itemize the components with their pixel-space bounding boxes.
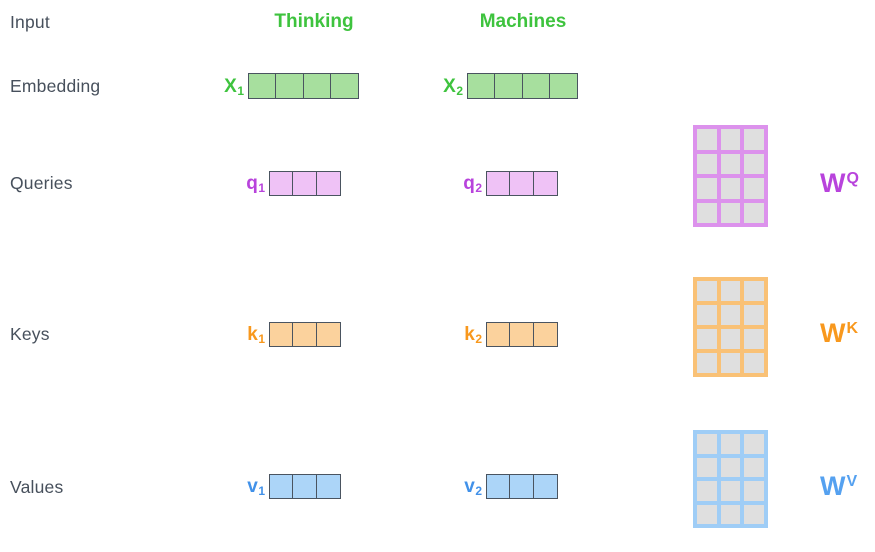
- weight-matrix-wv: [693, 430, 768, 528]
- v1-cells: [269, 474, 341, 499]
- wq-label: WQ: [820, 168, 859, 198]
- matrix-cell: [744, 353, 764, 373]
- matrix-cell: [744, 434, 764, 454]
- key-cell: [486, 322, 511, 347]
- k1-label: k1: [247, 324, 265, 346]
- value-vector-v1: v1: [236, 474, 341, 499]
- matrix-cell: [697, 129, 717, 150]
- embedding-cell: [549, 73, 579, 99]
- value-cell: [532, 474, 558, 499]
- matrix-cell: [744, 305, 764, 325]
- matrix-cell: [720, 178, 741, 199]
- matrix-cell: [697, 434, 717, 454]
- embedding-cell: [494, 73, 524, 99]
- token-thinking: Thinking: [274, 11, 354, 32]
- embedding-cell: [467, 73, 496, 99]
- key-cell: [315, 322, 341, 347]
- matrix-cell: [697, 353, 717, 373]
- matrix-cell: [744, 457, 764, 477]
- matrix-cell: [697, 178, 717, 199]
- wk-label: WK: [820, 318, 859, 348]
- matrix-cell: [697, 202, 717, 223]
- k1-cells: [269, 322, 341, 347]
- q2-label: q2: [463, 173, 482, 195]
- matrix-cell: [744, 202, 764, 223]
- matrix-cell: [720, 129, 741, 150]
- value-cell: [292, 474, 318, 499]
- query-cell: [292, 171, 318, 196]
- key-cell: [269, 322, 294, 347]
- v2-cells: [486, 474, 558, 499]
- matrix-cell: [720, 329, 741, 349]
- key-vector-k1: k1: [236, 322, 341, 347]
- key-vector-k2: k2: [453, 322, 558, 347]
- matrix-cell: [697, 481, 717, 501]
- matrix-cell: [744, 129, 764, 150]
- embedding-cell: [330, 73, 360, 99]
- weight-matrix-wk: [693, 277, 768, 377]
- key-cell: [509, 322, 535, 347]
- matrix-cell: [697, 153, 717, 174]
- matrix-cell: [720, 202, 741, 223]
- value-cell: [509, 474, 535, 499]
- query-vector-q1: q1: [236, 171, 341, 196]
- embedding-cell: [248, 73, 277, 99]
- q2-cells: [486, 171, 558, 196]
- query-cell: [486, 171, 511, 196]
- x1-label: X1: [224, 75, 244, 98]
- matrix-cell: [697, 281, 717, 301]
- value-cell: [315, 474, 341, 499]
- key-cell: [532, 322, 558, 347]
- matrix-cell: [720, 305, 741, 325]
- query-cell: [269, 171, 294, 196]
- matrix-cell: [697, 504, 717, 524]
- matrix-cell: [720, 153, 741, 174]
- matrix-cell: [744, 481, 764, 501]
- wv-label: WV: [820, 471, 858, 501]
- query-cell: [315, 171, 341, 196]
- matrix-cell: [697, 329, 717, 349]
- embedding-cell: [302, 73, 332, 99]
- v2-label: v2: [464, 476, 482, 498]
- token-machines: Machines: [479, 11, 567, 32]
- value-vector-v2: v2: [453, 474, 558, 499]
- x1-cells: [248, 73, 360, 99]
- embedding-vector-x2: X2: [434, 73, 579, 99]
- row-label-embedding: Embedding: [10, 76, 101, 96]
- matrix-cell: [744, 504, 764, 524]
- matrix-cell: [744, 329, 764, 349]
- matrix-cell: [720, 481, 741, 501]
- value-cell: [269, 474, 294, 499]
- row-label-values: Values: [10, 477, 64, 497]
- matrix-cell: [744, 153, 764, 174]
- row-label-queries: Queries: [10, 173, 73, 193]
- x2-cells: [467, 73, 579, 99]
- x2-label: X2: [443, 75, 463, 98]
- embedding-vector-x1: X1: [215, 73, 360, 99]
- embedding-cell: [275, 73, 305, 99]
- query-cell: [509, 171, 535, 196]
- key-cell: [292, 322, 318, 347]
- matrix-cell: [720, 353, 741, 373]
- matrix-cell: [697, 457, 717, 477]
- matrix-cell: [744, 178, 764, 199]
- q1-cells: [269, 171, 341, 196]
- value-cell: [486, 474, 511, 499]
- matrix-cell: [720, 434, 741, 454]
- query-cell: [532, 171, 558, 196]
- row-label-keys: Keys: [10, 324, 50, 344]
- embedding-cell: [521, 73, 551, 99]
- matrix-cell: [720, 457, 741, 477]
- query-vector-q2: q2: [453, 171, 558, 196]
- matrix-cell: [720, 504, 741, 524]
- matrix-cell: [720, 281, 741, 301]
- v1-label: v1: [247, 476, 265, 498]
- k2-cells: [486, 322, 558, 347]
- matrix-cell: [744, 281, 764, 301]
- q1-label: q1: [246, 173, 265, 195]
- k2-label: k2: [464, 324, 482, 346]
- matrix-cell: [697, 305, 717, 325]
- weight-matrix-wq: [693, 125, 768, 227]
- row-label-input: Input: [10, 12, 50, 32]
